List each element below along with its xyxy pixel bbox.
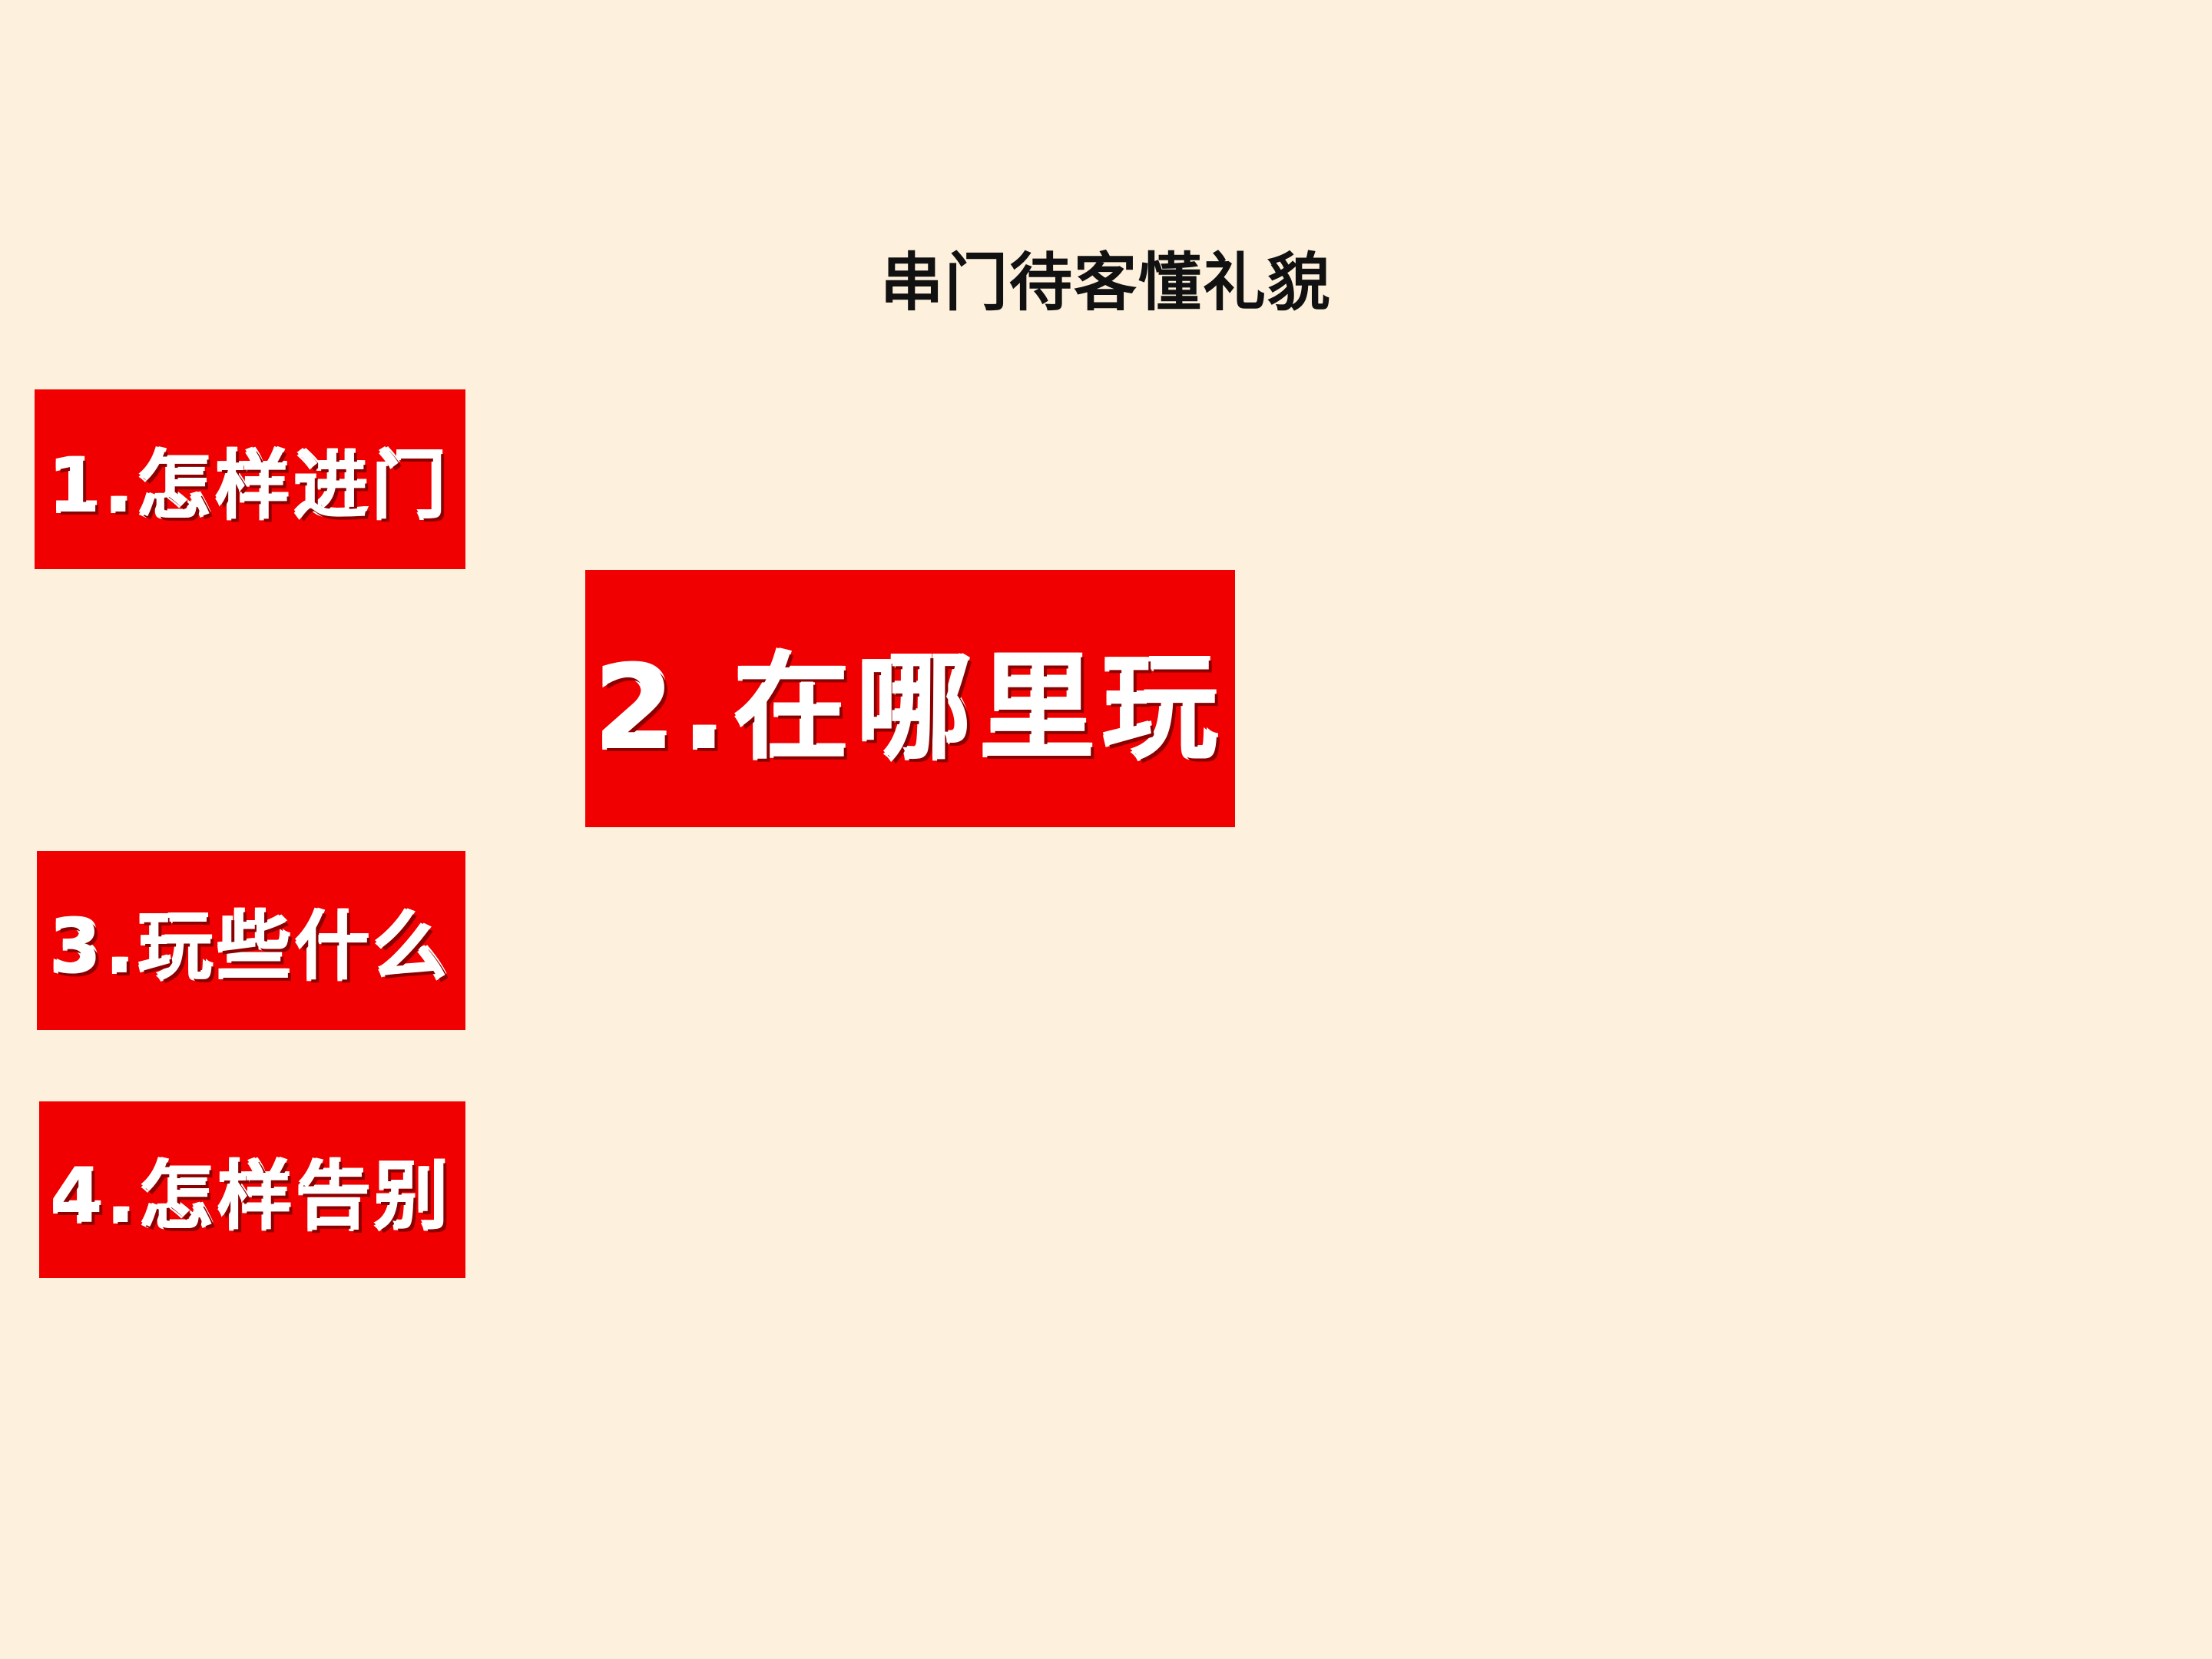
topic-button-where-to-play[interactable]: 2.在哪里玩 [585, 570, 1235, 827]
topic-button-what-to-play[interactable]: 3.玩些什么 [37, 851, 465, 1030]
topic-button-farewell[interactable]: 4.怎样告别 [39, 1101, 465, 1278]
topic-label-where-to-play: 2.在哪里玩 [594, 642, 1226, 776]
slide-title: 串门待客懂礼貌 [879, 247, 1332, 320]
topic-button-enter[interactable]: 1.怎样进门 [35, 389, 465, 569]
topic-label-what-to-play: 3.玩些什么 [50, 904, 452, 990]
topic-label-enter: 1.怎样进门 [48, 442, 452, 529]
topic-label-farewell: 4.怎样告别 [51, 1153, 454, 1240]
